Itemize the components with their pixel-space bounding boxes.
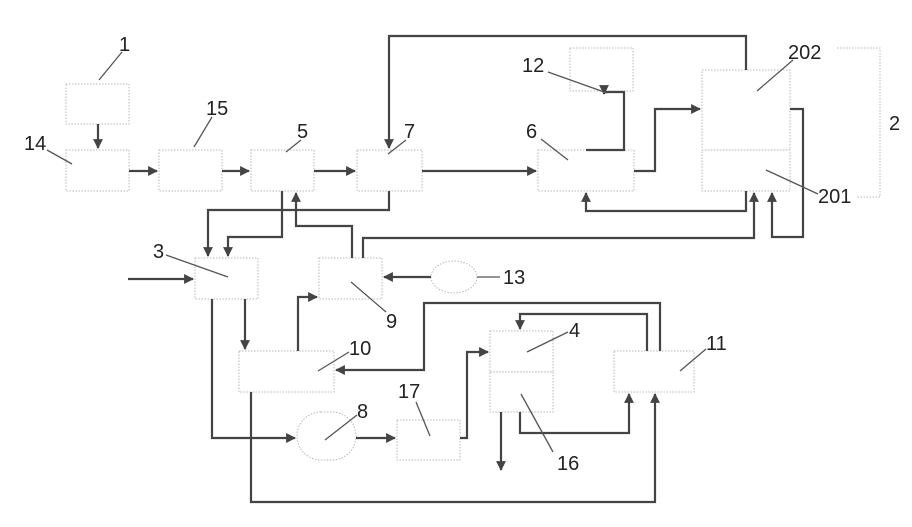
unit-7 [357,150,422,191]
unit-11 [614,351,694,392]
unit-15 [159,150,222,191]
flow-9-to-5 [296,193,352,258]
leader-1 [99,52,122,80]
label-202: 202 [788,42,821,64]
label-17: 17 [398,381,420,403]
flow-10-to-9 [298,297,317,351]
label-6: 6 [526,121,537,143]
label-13: 13 [503,267,525,289]
unit-201 [702,150,790,191]
unit-6 [538,150,634,191]
unit-4 [490,331,553,372]
flow-5-to-3 [228,191,282,256]
group-2-bracket [837,48,880,197]
label-8: 8 [357,401,368,423]
flow-201-to-6 [586,191,746,211]
flow-9-to-201 [363,193,754,258]
flow-6-to-12 [586,92,624,150]
label-3: 3 [153,241,164,263]
unit-12 [570,48,633,91]
label-1: 1 [119,34,130,56]
label-4: 4 [569,320,580,342]
unit-5 [251,150,314,191]
label-11: 11 [706,333,727,355]
label-10: 10 [349,338,371,360]
label-15: 15 [206,98,228,120]
unit-14 [66,150,129,191]
unit-16 [490,372,553,412]
unit-3 [195,258,258,299]
flow-6-to-202 [634,109,700,171]
label-12: 12 [522,55,544,77]
leader-15 [194,117,212,147]
unit-17 [397,420,460,460]
label-14: 14 [24,133,46,155]
unit-202 [702,70,790,150]
unit-10 [239,351,334,392]
unit-9 [319,258,382,299]
label-2: 2 [889,113,900,135]
label-16: 16 [557,453,579,475]
unit-1 [66,84,129,124]
label-7: 7 [404,121,415,143]
label-9: 9 [386,311,397,333]
flow-7-to-3 [208,191,389,256]
flow-202-to-7 [389,36,746,148]
label-201: 201 [818,186,851,208]
flow-17-to-4 [460,352,488,438]
unit-13 [431,261,477,293]
unit-8 [297,412,356,460]
label-5: 5 [297,121,308,143]
